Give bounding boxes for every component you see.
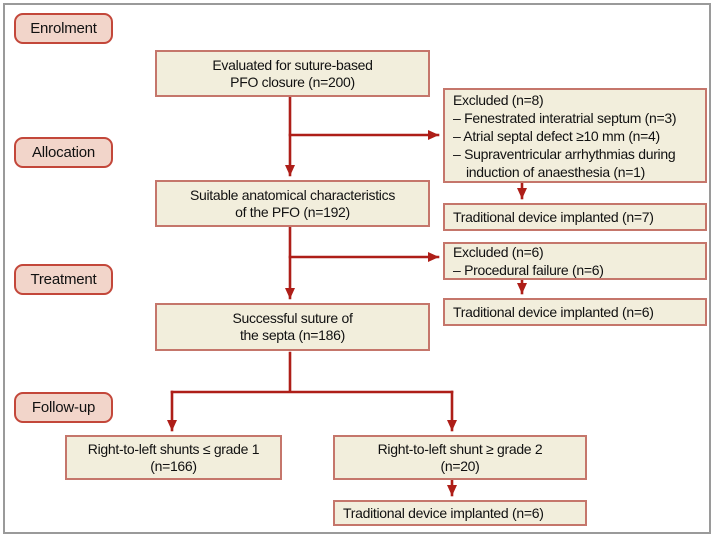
flow-box-line: Excluded (n=6) [453,244,544,260]
stage-label-text: Enrolment [30,20,97,37]
flow-box-line: PFO closure (n=200) [230,73,355,90]
flow-box-suitable: Suitable anatomical characteristics of t… [155,180,430,227]
flow-box-line: Right-to-left shunts ≤ grade 1 [87,440,260,457]
flow-box-excluded-treatment: Excluded (n=6) – Procedural failure (n=6… [443,242,707,280]
flow-box-evaluated: Evaluated for suture-based PFO closure (… [155,50,430,97]
flow-box-shunt-low: Right-to-left shunts ≤ grade 1 (n=166) [65,435,282,480]
flow-box-line: – Procedural failure (n=6) [453,262,604,278]
flow-box-line: Suitable anatomical characteristics [189,186,396,203]
flow-box-line: – Fenestrated interatrial septum (n=3) [453,109,677,126]
stage-label-followup: Follow-up [14,392,113,423]
flow-box-line: (n=20) [440,457,480,474]
stage-label-allocation: Allocation [14,137,113,168]
flow-box-suture: Successful suture of the septa (n=186) [155,303,430,351]
flow-box-line: of the PFO (n=192) [235,203,350,220]
flow-box-line: Traditional device implanted (n=7) [453,209,654,225]
stage-label-enrolment: Enrolment [14,13,113,44]
flow-box-line: – Supraventricular arrhythmias during [453,145,676,162]
flow-box-line: the septa (n=186) [239,327,346,343]
stage-label-text: Follow-up [31,399,96,416]
flow-box-line: – Atrial septal defect ≥10 mm (n=4) [453,127,660,144]
flow-box-traditional-treatment: Traditional device implanted (n=6) [443,298,707,326]
flow-box-excluded-allocation: Excluded (n=8) – Fenestrated interatrial… [443,88,707,183]
flow-box-line: Traditional device implanted (n=6) [453,304,654,320]
stage-label-text: Treatment [30,271,97,288]
flow-box-traditional-followup: Traditional device implanted (n=6) [333,500,587,526]
flow-box-line: induction of anaesthesia (n=1) [466,163,645,180]
flow-box-shunt-high: Right-to-left shunt ≥ grade 2 (n=20) [333,435,587,480]
stage-label-treatment: Treatment [14,264,113,295]
flow-box-line: Right-to-left shunt ≥ grade 2 [377,440,543,457]
flow-box-line: Evaluated for suture-based [212,56,373,73]
flow-box-line: Excluded (n=8) [453,91,544,108]
flow-box-traditional-allocation: Traditional device implanted (n=7) [443,203,707,231]
flow-box-line: Traditional device implanted (n=6) [343,505,544,521]
stage-label-text: Allocation [31,144,96,161]
flow-box-line: Successful suture of [232,310,353,326]
flow-box-line: (n=166) [150,457,197,474]
